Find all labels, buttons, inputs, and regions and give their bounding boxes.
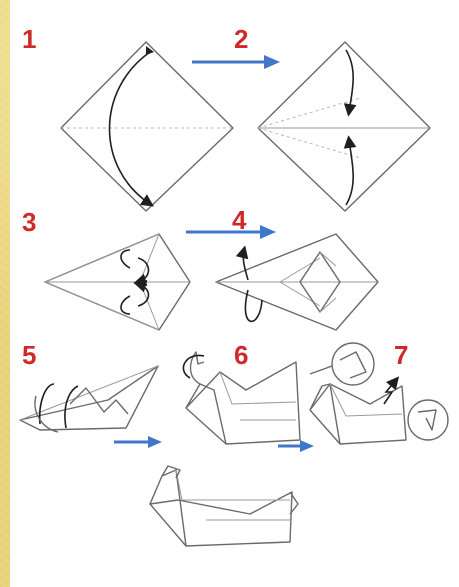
fold-arrow-7 xyxy=(384,380,396,404)
step-6-swan xyxy=(183,352,300,444)
fold-arrow-3a xyxy=(121,250,130,268)
fold-arrow-6 xyxy=(183,355,204,378)
finished-swan xyxy=(150,466,298,546)
step-4-kite xyxy=(216,234,378,330)
next-arrow-1 xyxy=(192,55,280,69)
step-5-swan-base xyxy=(20,366,158,432)
step-1-square xyxy=(61,42,233,211)
detail-circle-tail xyxy=(408,400,448,440)
fold-arrow-5a xyxy=(40,384,54,424)
step-7-swan xyxy=(310,343,448,444)
fold-arrow-3b xyxy=(121,296,130,314)
next-arrow-2 xyxy=(186,225,276,239)
step-3-kite xyxy=(45,234,190,330)
fold-arrow-2b xyxy=(346,140,353,205)
detail-circle-head xyxy=(332,343,374,385)
next-arrow-4 xyxy=(278,440,314,452)
fold-arrow-2a xyxy=(346,50,353,112)
step-2-square xyxy=(258,42,430,211)
next-arrow-3 xyxy=(114,436,162,448)
